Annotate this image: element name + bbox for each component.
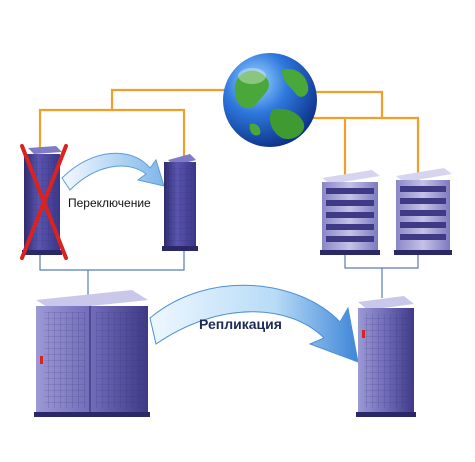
replication-label: Репликация [199, 316, 282, 332]
storage-array-icon [34, 290, 150, 417]
arrow-icon [61, 152, 165, 191]
rack-server-icon [320, 170, 380, 255]
link-left-cluster [38, 88, 235, 160]
globe-icon [223, 53, 317, 147]
link-right-storage [344, 255, 419, 298]
failed-cross-icon [20, 144, 68, 260]
arrow-icon [149, 284, 359, 363]
switchover-label: Переключение [68, 196, 151, 210]
tower-server-icon [162, 154, 198, 251]
link-right-cluster [310, 90, 420, 180]
rack-server-icon [394, 168, 452, 255]
network-links [38, 88, 420, 180]
link-left-storage [39, 250, 185, 298]
storage-links [39, 250, 419, 298]
storage-array-icon [356, 296, 416, 417]
